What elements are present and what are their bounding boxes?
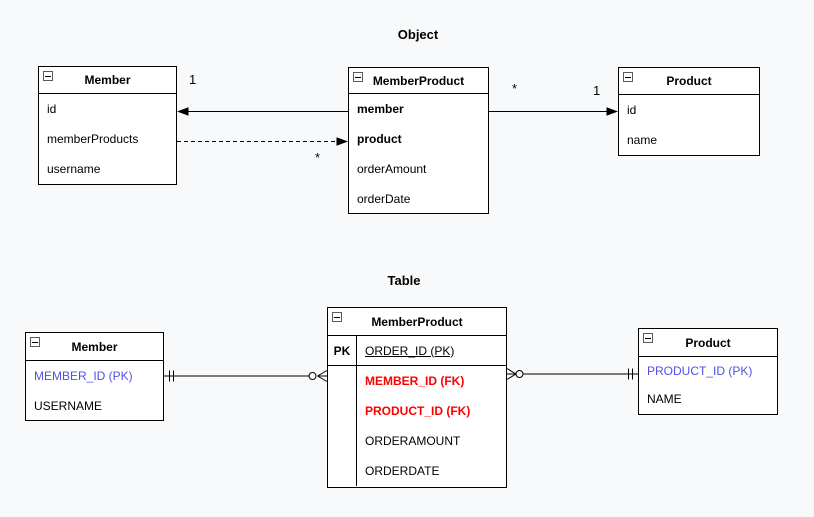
table-product-header: Product — [639, 329, 777, 357]
table-member-header: Member — [26, 333, 163, 361]
collapse-icon[interactable] — [643, 333, 653, 343]
table-memberproduct-header: MemberProduct — [328, 308, 506, 336]
object-member-header: Member — [39, 67, 176, 94]
multiplicity-label: 1 — [593, 83, 601, 98]
object-memberproduct-header: MemberProduct — [349, 68, 488, 94]
field-row: PRODUCT_ID (PK) — [647, 364, 753, 378]
field-row: product — [357, 132, 402, 146]
entity-title: Member — [71, 339, 118, 354]
table-memberproduct-entity[interactable]: MemberProduct PK ORDER_ID (PK) MEMBER_ID… — [327, 307, 507, 488]
table-member-entity[interactable]: Member MEMBER_ID (PK) USERNAME — [25, 332, 164, 421]
multiplicity-label: 1 — [189, 72, 197, 87]
object-product-entity[interactable]: Product id name — [618, 67, 760, 156]
pk-column-spacer — [328, 366, 357, 486]
collapse-icon[interactable] — [353, 72, 363, 82]
collapse-icon[interactable] — [332, 312, 342, 322]
arrow-memberproduct-product — [489, 107, 618, 116]
field-row: NAME — [647, 392, 682, 406]
arrow-memberproduct-member — [177, 107, 348, 116]
field-row: memberProducts — [47, 132, 139, 146]
field-row: ORDERAMOUNT — [365, 434, 461, 448]
field-row: member — [357, 102, 404, 116]
object-memberproduct-entity[interactable]: MemberProduct member product orderAmount… — [348, 67, 489, 214]
entity-title: Product — [666, 74, 712, 88]
field-row: orderAmount — [357, 162, 427, 176]
object-product-header: Product — [619, 68, 759, 95]
collapse-icon[interactable] — [43, 71, 53, 81]
multiplicity-label: * — [315, 150, 321, 165]
collapse-icon[interactable] — [623, 72, 633, 82]
multiplicity-label: * — [512, 81, 518, 96]
field-row: MEMBER_ID (FK) — [365, 374, 465, 388]
relation-memberproduct-product — [506, 368, 638, 380]
field-row: MEMBER_ID (PK) — [34, 369, 133, 383]
field-row: id — [47, 102, 57, 116]
field-row: ORDER_ID (PK) — [365, 343, 455, 358]
entity-title: MemberProduct — [372, 73, 465, 88]
entity-title: MemberProduct — [371, 314, 463, 329]
table-section-title: Table — [387, 273, 421, 288]
object-section-title: Object — [397, 27, 439, 42]
field-row: PRODUCT_ID (FK) — [365, 404, 471, 418]
arrow-memberproducts-product — [177, 137, 348, 146]
relation-member-memberproduct — [164, 370, 328, 382]
field-row: id — [627, 103, 637, 117]
entity-title: Product — [685, 335, 731, 350]
pk-column-header: PK — [328, 336, 357, 365]
primary-key-row: PK ORDER_ID (PK) — [328, 336, 506, 366]
table-product-entity[interactable]: Product PRODUCT_ID (PK) NAME — [638, 328, 778, 415]
entity-title: Member — [84, 73, 131, 87]
field-row: orderDate — [357, 192, 411, 206]
field-row: USERNAME — [34, 399, 103, 413]
field-row: name — [627, 133, 658, 147]
object-member-entity[interactable]: Member id memberProducts username — [38, 66, 177, 185]
field-row: ORDERDATE — [365, 464, 440, 478]
field-row: username — [47, 162, 101, 176]
collapse-icon[interactable] — [30, 337, 40, 347]
